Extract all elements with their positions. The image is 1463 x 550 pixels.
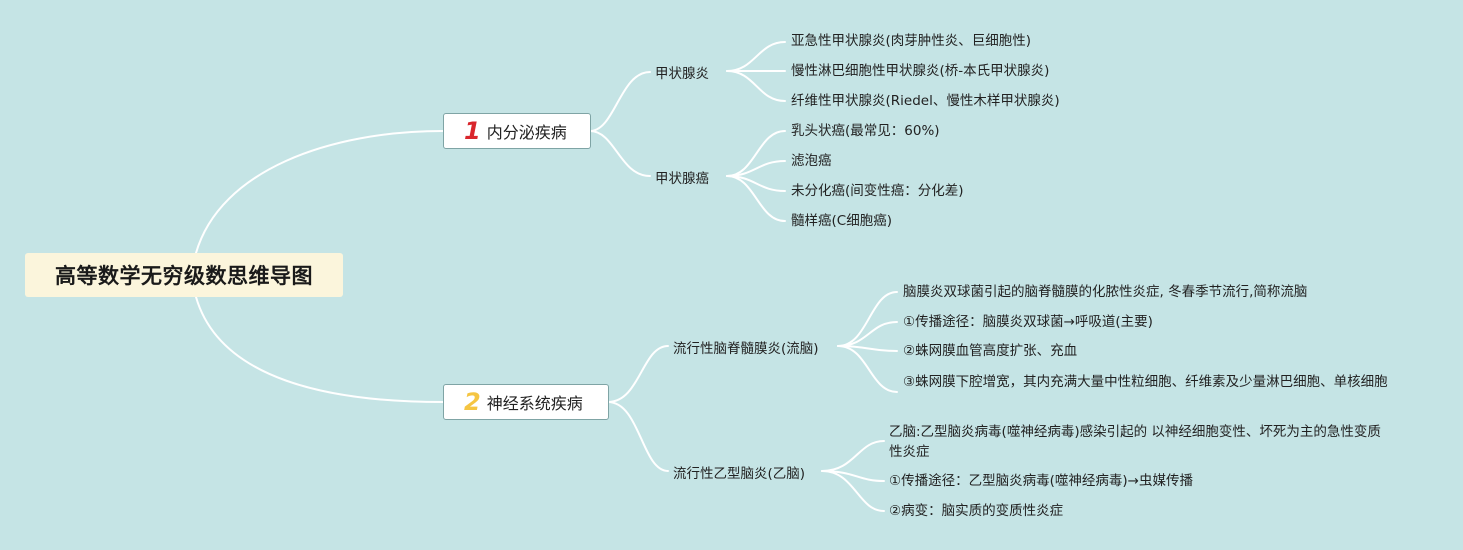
root-title: 高等数学无穷级数思维导图 (55, 264, 313, 288)
branch-node-nervous-system[interactable]: 2 神经系统疾病 (443, 384, 609, 420)
leaf-item[interactable]: 慢性淋巴细胞性甲状腺炎(桥-本氏甲状腺炎) (791, 63, 1050, 79)
connector-sub1-leaf3 (726, 70, 786, 102)
leaf-item[interactable]: 乳头状癌(最常见：60%) (791, 123, 940, 139)
leaf-item[interactable]: 纤维性甲状腺炎(Riedel、慢性木样甲状腺炎) (791, 93, 1060, 109)
leaf-item[interactable]: ②病变：脑实质的变质性炎症 (889, 503, 1064, 519)
leaf-item[interactable]: 髓样癌(C细胞癌) (791, 213, 892, 229)
leaf-item[interactable]: 脑膜炎双球菌引起的脑脊髓膜的化脓性炎症, 冬春季节流行,简称流脑 (903, 284, 1308, 300)
connector-branch2-sub1 (607, 345, 669, 403)
branch-number-badge: 1 (464, 117, 481, 145)
leaf-item[interactable]: ①传播途径：乙型脑炎病毒(噬神经病毒)→虫媒传播 (889, 473, 1193, 489)
connector-sub2-leaf1 (726, 130, 786, 177)
connector-sub1-leaf1 (726, 41, 786, 72)
leaf-item[interactable]: 亚急性甲状腺炎(肉芽肿性炎、巨细胞性) (791, 33, 1032, 49)
branch-label: 神经系统疾病 (486, 394, 583, 413)
subtopic-thyroid-cancer[interactable]: 甲状腺癌 (655, 171, 709, 187)
connector-sub3-leaf2 (837, 321, 898, 347)
branch-node-endocrine[interactable]: 1 内分泌疾病 (443, 113, 591, 149)
leaf-item[interactable]: ②蛛网膜血管高度扩张、充血 (903, 343, 1078, 359)
connector-root-branch-1 (195, 130, 444, 254)
branch-number-badge: 2 (464, 388, 481, 416)
connector-branch1-sub2 (589, 130, 651, 177)
connector-branch2-sub2 (607, 401, 669, 472)
leaf-item[interactable]: 乙脑:乙型脑炎病毒(噬神经病毒)感染引起的 以神经细胞变性、坏死为主的急性变质性… (889, 424, 1381, 460)
connector-sub4-leaf1 (821, 440, 885, 472)
leaf-item[interactable]: 滤泡癌 (791, 153, 832, 169)
leaf-item[interactable]: ①传播途径：脑膜炎双球菌→呼吸道(主要) (903, 314, 1153, 330)
subtopic-thyroiditis[interactable]: 甲状腺炎 (655, 66, 709, 82)
leaf-item[interactable]: 未分化癌(间变性癌：分化差) (791, 183, 964, 199)
subtopic-meningitis[interactable]: 流行性脑脊髓膜炎(流脑) (673, 341, 819, 357)
subtopic-encephalitis[interactable]: 流行性乙型脑炎(乙脑) (673, 466, 806, 482)
connector-root-branch-2 (195, 296, 444, 403)
connector-sub3-leaf1 (837, 291, 898, 347)
leaf-item[interactable]: ③蛛网膜下腔增宽，其内充满大量中性粒细胞、纤维素及少量淋巴细胞、单核细胞 (903, 374, 1388, 390)
connector-sub2-leaf4 (726, 175, 786, 222)
connector-sub4-leaf3 (821, 470, 885, 512)
connector-branch1-sub1 (589, 71, 651, 132)
connector-sub3-leaf4 (837, 345, 898, 393)
branch-label: 内分泌疾病 (486, 123, 567, 142)
root-node[interactable]: 高等数学无穷级数思维导图 (25, 253, 343, 297)
